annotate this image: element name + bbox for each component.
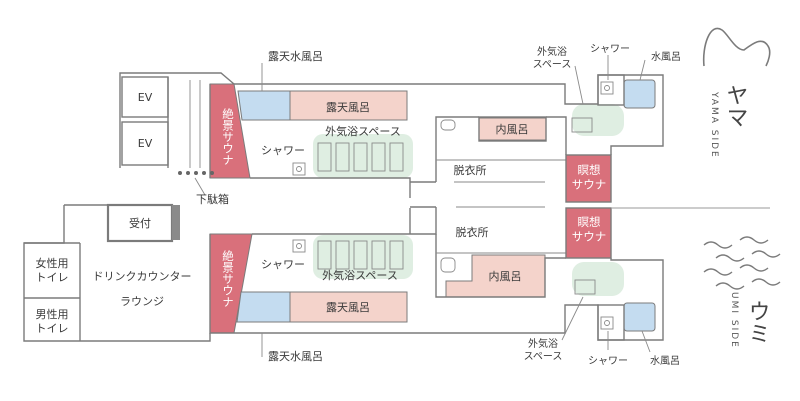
zone-umi-sub: UMI SIDE bbox=[729, 292, 739, 349]
label-ext-mizuburo-bottom: 水風呂 bbox=[650, 355, 680, 367]
label-drink-counter: ドリンクカウンター bbox=[93, 270, 192, 283]
rotenmizuburo-bottom-area bbox=[236, 291, 291, 323]
ext-air-bottom-area bbox=[572, 262, 624, 296]
label-naiburo-bottom: 内風呂 bbox=[489, 269, 522, 283]
mountain-icon bbox=[702, 27, 771, 67]
label-ev-2: EV bbox=[138, 137, 153, 150]
ext-air-top-area bbox=[572, 104, 624, 136]
loungers-top bbox=[317, 142, 404, 172]
label-meiso-bottom: 瞑想サウナ bbox=[572, 215, 607, 243]
label-ext-sotokiyoku-top: 外気浴スペース bbox=[533, 45, 572, 71]
zone-umi-name: ウミ bbox=[745, 300, 770, 344]
label-ext-sotokiyoku-bottom: 外気浴スペース bbox=[524, 337, 563, 363]
label-shower-bottom: シャワー bbox=[261, 258, 305, 271]
rotenmizuburo-top-area bbox=[237, 90, 291, 121]
ext-mizuburo-top-area bbox=[623, 79, 656, 109]
ext-mizuburo-bottom-area bbox=[623, 302, 656, 332]
wave-icon bbox=[703, 236, 781, 290]
label-naiburo-top: 内風呂 bbox=[496, 122, 529, 136]
label-men-toilet: 男性用トイレ bbox=[36, 307, 69, 335]
label-meiso-top: 瞑想サウナ bbox=[572, 163, 607, 191]
label-datsuijo-bottom: 脱衣所 bbox=[456, 225, 489, 239]
label-zekkei-bottom: 絶景サウナ bbox=[221, 249, 235, 307]
label-zekkei-top: 絶景サウナ bbox=[221, 107, 235, 165]
label-getabako: 下駄箱 bbox=[196, 192, 229, 206]
getabako-icon bbox=[178, 171, 214, 175]
zone-yama-name: ヤマ bbox=[723, 84, 748, 128]
label-rotenburo-top: 露天風呂 bbox=[326, 101, 370, 114]
label-rotenburo-bottom: 露天風呂 bbox=[326, 301, 370, 314]
label-ev-1: EV bbox=[138, 91, 153, 104]
label-ext-mizuburo-top: 水風呂 bbox=[651, 51, 681, 63]
label-ext-shower-bottom: シャワー bbox=[588, 356, 628, 367]
meiso-sauna-top-area bbox=[565, 154, 612, 203]
label-sotokiyoku-top: 外気浴スペース bbox=[325, 124, 401, 138]
sotokiyoku-top-area bbox=[313, 134, 413, 178]
label-datsuijo-top: 脱衣所 bbox=[454, 163, 487, 177]
label-sotokiyoku-bottom: 外気浴スペース bbox=[322, 268, 398, 282]
label-rotenmizuburo-top: 露天水風呂 bbox=[268, 50, 323, 63]
label-uketsuke: 受付 bbox=[129, 217, 151, 230]
sotokiyoku-bottom-area bbox=[313, 235, 413, 279]
loungers-bottom bbox=[317, 240, 404, 270]
label-rotenmizuburo-bottom: 露天水風呂 bbox=[268, 350, 323, 363]
label-women-toilet: 女性用トイレ bbox=[36, 256, 69, 284]
label-shower-top: シャワー bbox=[261, 144, 305, 157]
reception-counter bbox=[172, 205, 180, 240]
label-ext-shower-top: シャワー bbox=[590, 44, 630, 55]
zone-yama-sub: YAMA SIDE bbox=[709, 91, 719, 159]
rotenburo-bottom-area bbox=[289, 291, 408, 323]
label-lounge: ラウンジ bbox=[120, 295, 164, 308]
